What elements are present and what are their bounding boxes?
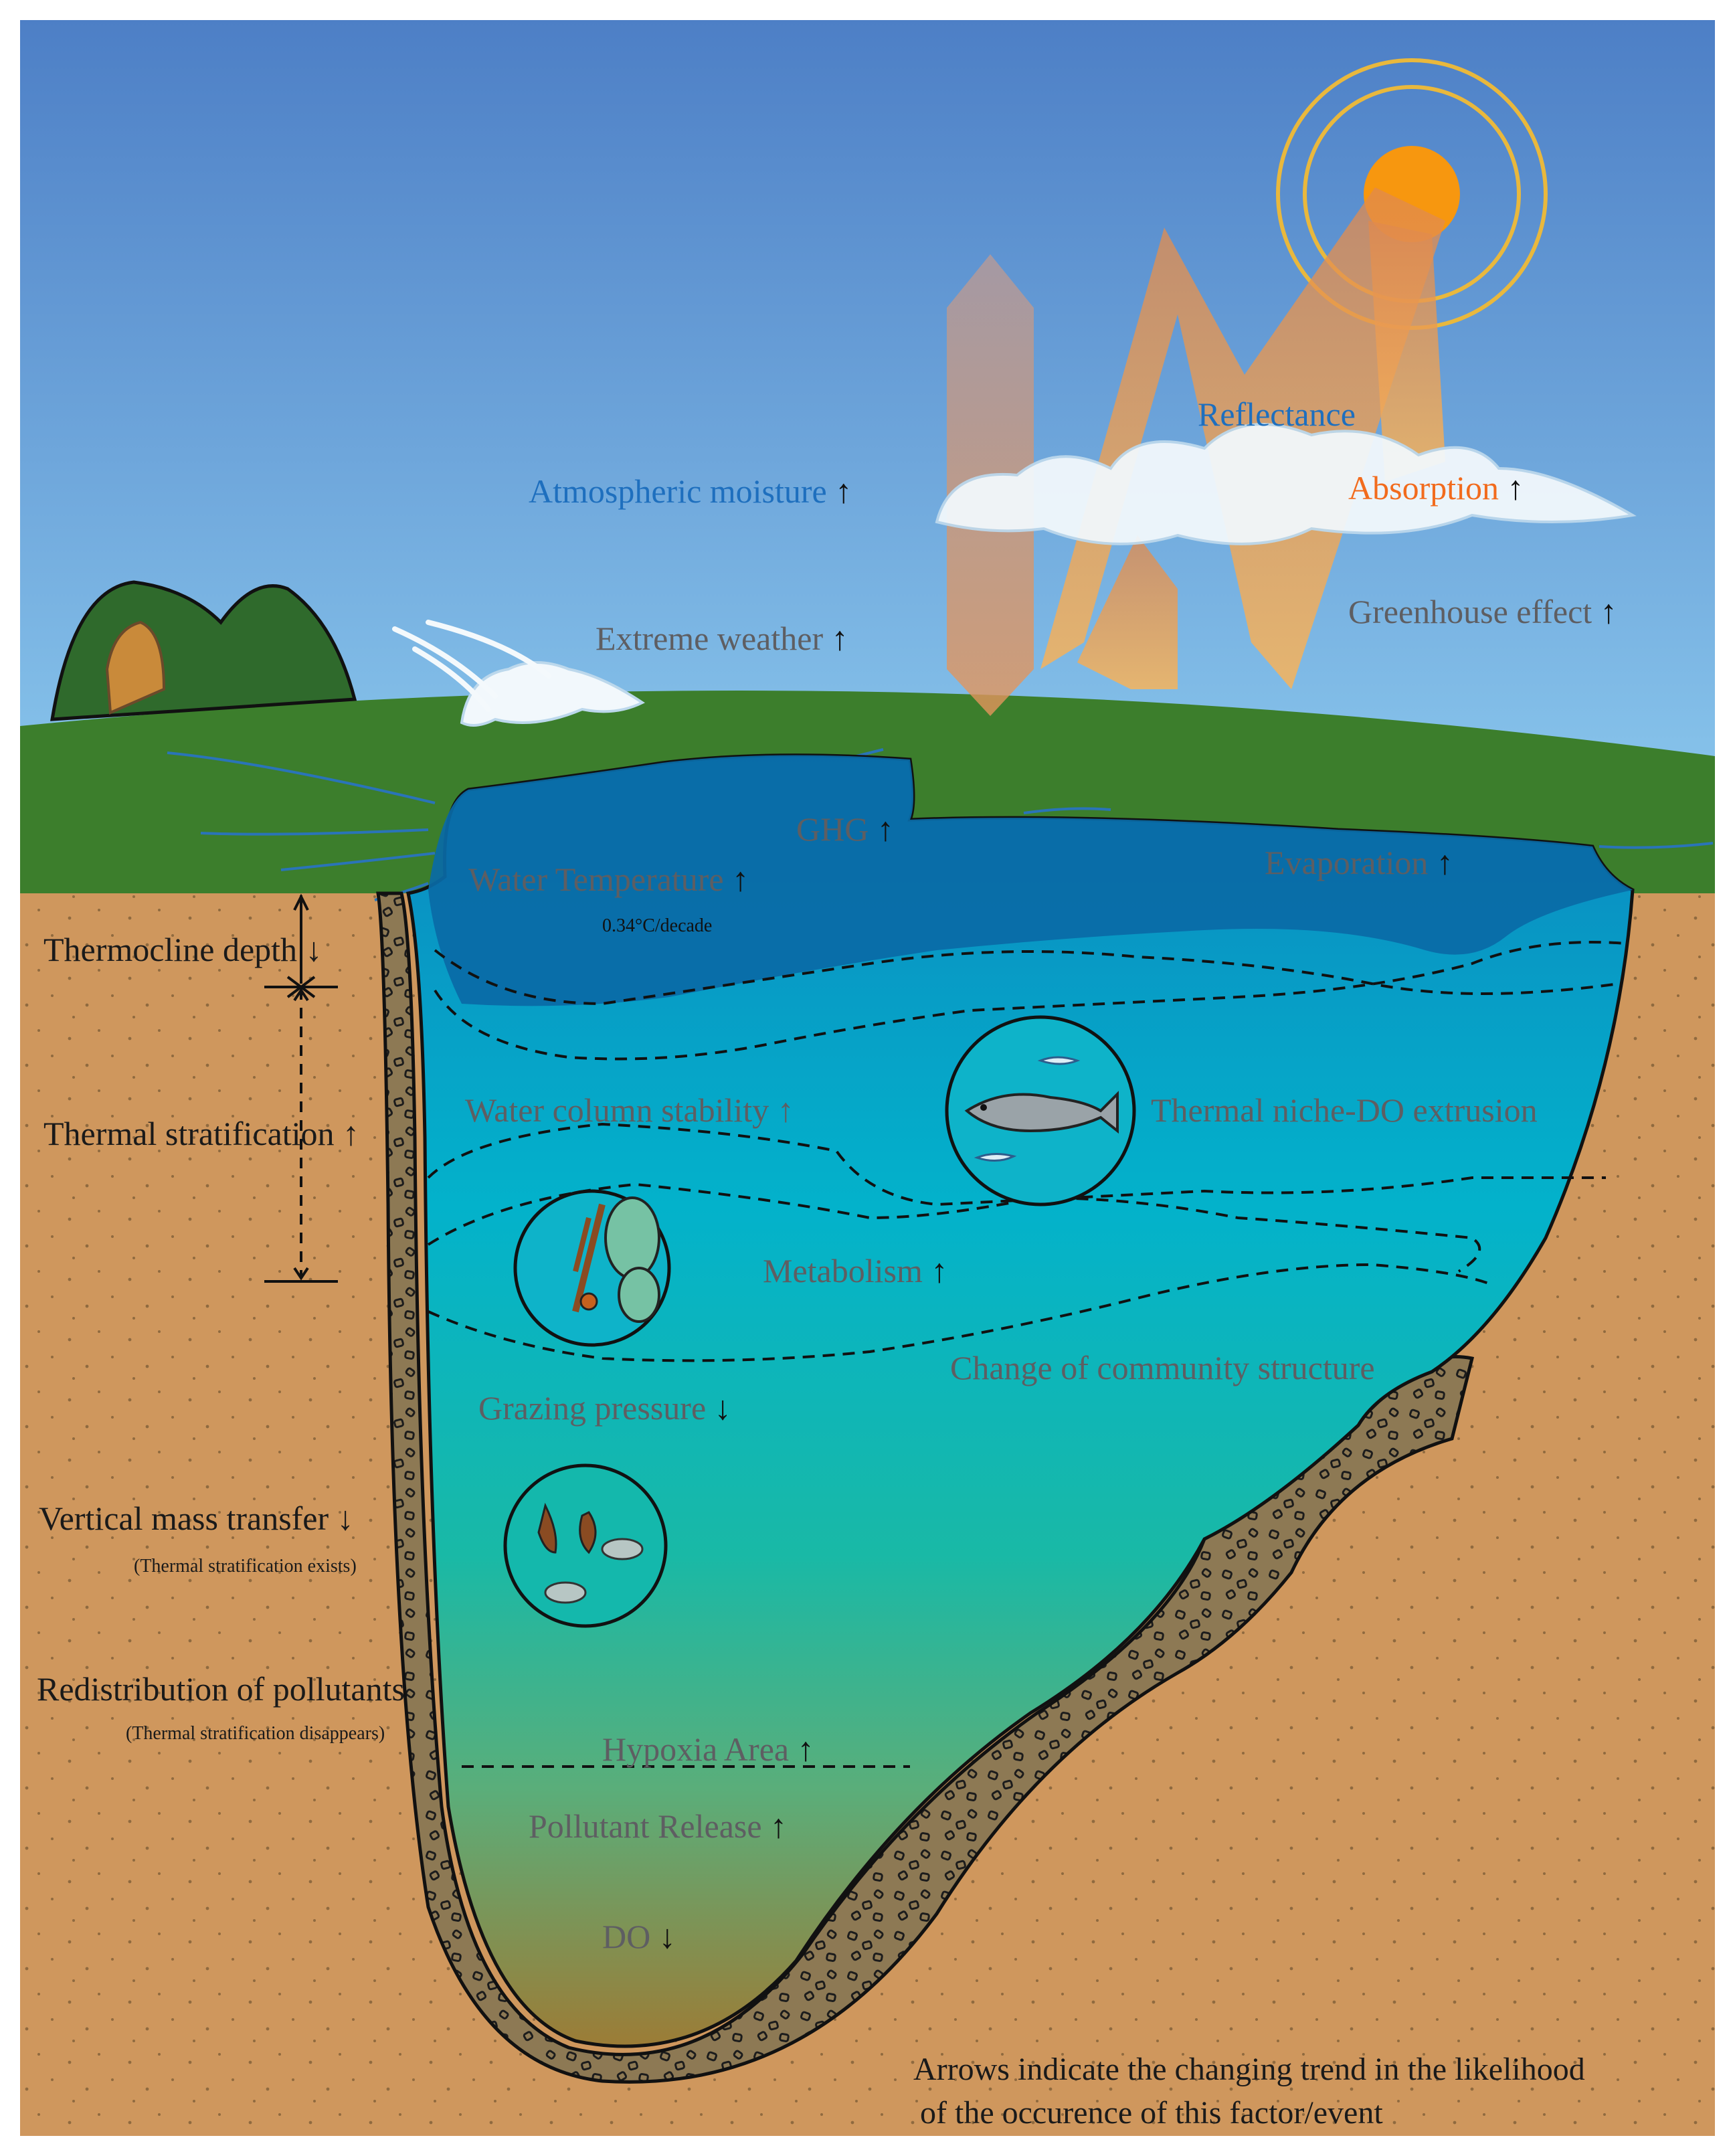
label-grazing-pressure: Grazing pressure ↓ (478, 1388, 731, 1427)
thermocline-depth-arrow-down-icon: ↓ (305, 931, 323, 968)
thermal-stratification-text: Thermal stratification (43, 1115, 335, 1152)
label-thermal-niche: Thermal niche-DO extrusion (1151, 1091, 1538, 1129)
footnote-line1: Arrows indicate the changing trend in th… (913, 2052, 1585, 2087)
epilimnion (428, 755, 1633, 1006)
extreme-weather-arrow-up-icon: ↑ (831, 620, 848, 657)
label-atmospheric-moisture: Atmospheric moisture ↑ (529, 472, 852, 511)
do-arrow-down-icon: ↓ (658, 1918, 676, 1955)
absorbed-beam (1368, 221, 1445, 482)
label-absorption: Absorption ↑ (1348, 468, 1524, 507)
water-temperature-text: Water Temperature (468, 861, 724, 898)
extreme-weather-text: Extreme weather (596, 620, 824, 657)
cave-opening (105, 620, 166, 715)
water-column-stability-text: Water column stability (465, 1091, 769, 1129)
fish-inset (945, 1015, 1136, 1206)
phytoplankton-inset (513, 1189, 671, 1347)
label-thermocline-depth: Thermocline depth ↓ (43, 930, 323, 969)
metabolism-arrow-up-icon: ↑ (931, 1252, 948, 1289)
vertical-mass-transfer-text: Vertical mass transfer (39, 1500, 329, 1537)
do-text: DO (602, 1918, 651, 1955)
fish-icon (964, 1091, 1119, 1134)
greenhouse-effect-text: Greenhouse effect (1348, 593, 1592, 630)
grazing-pressure-arrow-down-icon: ↓ (714, 1389, 731, 1427)
label-hypoxia-area: Hypoxia Area ↑ (602, 1730, 814, 1769)
label-water-temperature-rate: 0.34°C/decade (602, 915, 713, 936)
label-vertical-mass-transfer: Vertical mass transfer ↓ (39, 1499, 354, 1538)
label-vertical-mass-transfer-note: (Thermal stratification exists) (134, 1556, 357, 1577)
label-redistribution: Redistribution of pollutants (37, 1670, 405, 1708)
water-temperature-arrow-up-icon: ↑ (732, 861, 749, 898)
hypoxia-area-text: Hypoxia Area (602, 1730, 790, 1768)
absorption-text: Absorption (1348, 469, 1499, 507)
thermocline-depth-text: Thermocline depth (43, 931, 298, 968)
footnote-line2: of the occurence of this factor/event (920, 2095, 1383, 2131)
hypoxia-area-arrow-up-icon: ↑ (797, 1730, 814, 1768)
stratification-lines (427, 941, 1627, 1768)
vertical-mass-transfer-arrow-down-icon: ↓ (337, 1500, 354, 1537)
water-column-stability-arrow-up-icon: ↑ (777, 1091, 794, 1129)
pollutant-release-text: Pollutant Release (529, 1807, 762, 1845)
greenhouse-effect-arrow-up-icon: ↑ (1600, 593, 1617, 630)
label-pollutant-release: Pollutant Release ↑ (529, 1807, 787, 1846)
reflected-beam (1077, 535, 1178, 689)
label-thermal-stratification: Thermal stratification ↑ (43, 1114, 359, 1153)
label-extreme-weather: Extreme weather ↑ (596, 619, 848, 658)
evaporation-text: Evaporation (1265, 844, 1429, 881)
label-water-column-stability: Water column stability ↑ (465, 1091, 794, 1130)
depth-scale (264, 893, 338, 1283)
absorption-arrow-up-icon: ↑ (1507, 469, 1524, 507)
atmospheric-moisture-text: Atmospheric moisture (529, 472, 827, 510)
atmospheric-moisture-arrow-up-icon: ↑ (835, 472, 852, 510)
label-community-structure: Change of community structure (950, 1349, 1375, 1386)
thermal-stratification-arrow-up-icon: ↑ (343, 1115, 360, 1152)
cloud-small (460, 661, 645, 727)
ghg-arrow-up-icon: ↑ (877, 810, 894, 848)
zooplankton-inset (503, 1463, 668, 1628)
metabolism-text: Metabolism (763, 1252, 923, 1289)
label-greenhouse-effect: Greenhouse effect ↑ (1348, 592, 1617, 631)
label-ghg: GHG ↑ (796, 810, 894, 848)
pollutant-release-arrow-up-icon: ↑ (770, 1807, 788, 1845)
cloud-large (935, 423, 1637, 545)
label-redistribution-note: (Thermal stratification disappears) (126, 1723, 385, 1744)
label-evaporation: Evaporation ↑ (1265, 843, 1453, 882)
ghg-text: GHG (796, 810, 869, 848)
grazing-pressure-text: Grazing pressure (478, 1389, 707, 1427)
wind-streaks (392, 620, 551, 712)
label-water-temperature: Water Temperature ↑ (468, 860, 749, 899)
label-do: DO ↓ (602, 1917, 676, 1956)
evaporation-arrow-up-icon: ↑ (1436, 844, 1453, 881)
label-metabolism: Metabolism ↑ (763, 1251, 947, 1290)
label-reflectance: Reflectance (1198, 395, 1356, 433)
